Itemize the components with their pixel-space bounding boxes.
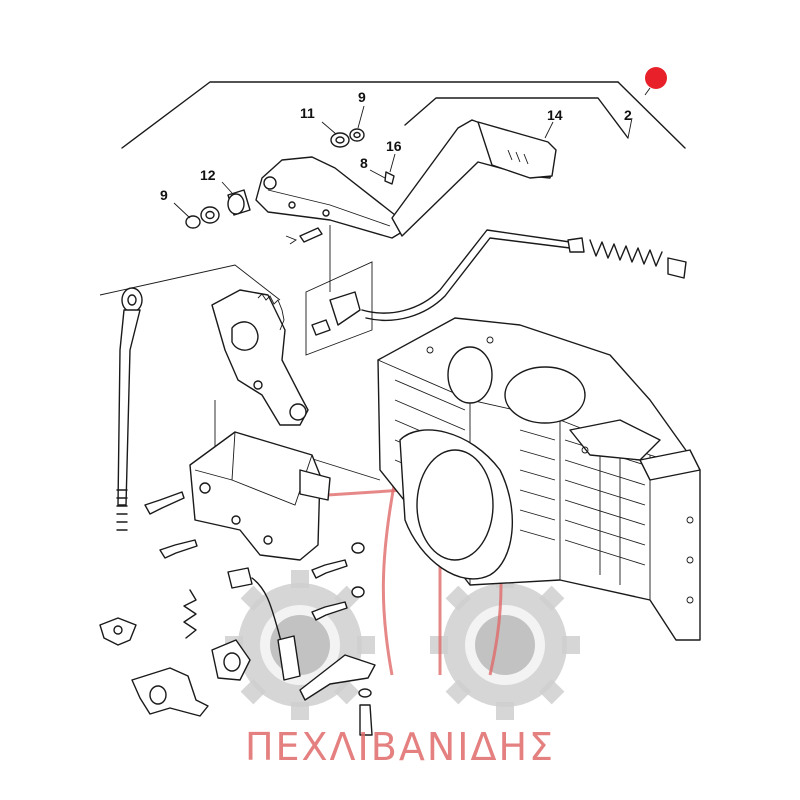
callout-9-left: 9: [160, 187, 168, 203]
callout-labels: 9 11 8 16 12 9 14 2: [160, 89, 632, 203]
small-parts: [185, 128, 395, 245]
link-rod: [99, 287, 143, 646]
callout-14: 14: [547, 107, 563, 123]
leader-lines: [173, 87, 651, 219]
callout-9-top: 9: [358, 89, 366, 105]
watermark-right-gear: [430, 570, 580, 720]
mounting-bracket: [189, 431, 331, 561]
hand-lever: [255, 119, 557, 239]
callout-11: 11: [300, 105, 315, 121]
callout-12: 12: [200, 167, 216, 183]
bolts: [144, 491, 373, 736]
switch-and-cable: [131, 567, 376, 717]
watermark-brand-text: ΠΕΧΛΙΒΑΝΙΔΗΣ: [245, 725, 555, 769]
callout-8: 8: [360, 155, 368, 171]
transmission-housing: [377, 317, 701, 641]
callout-16: 16: [386, 138, 402, 154]
red-dot-icon[interactable]: [645, 67, 667, 89]
sector-plate: [211, 289, 309, 426]
control-rod-assembly: [311, 229, 687, 336]
callout-2: 2: [624, 107, 632, 123]
